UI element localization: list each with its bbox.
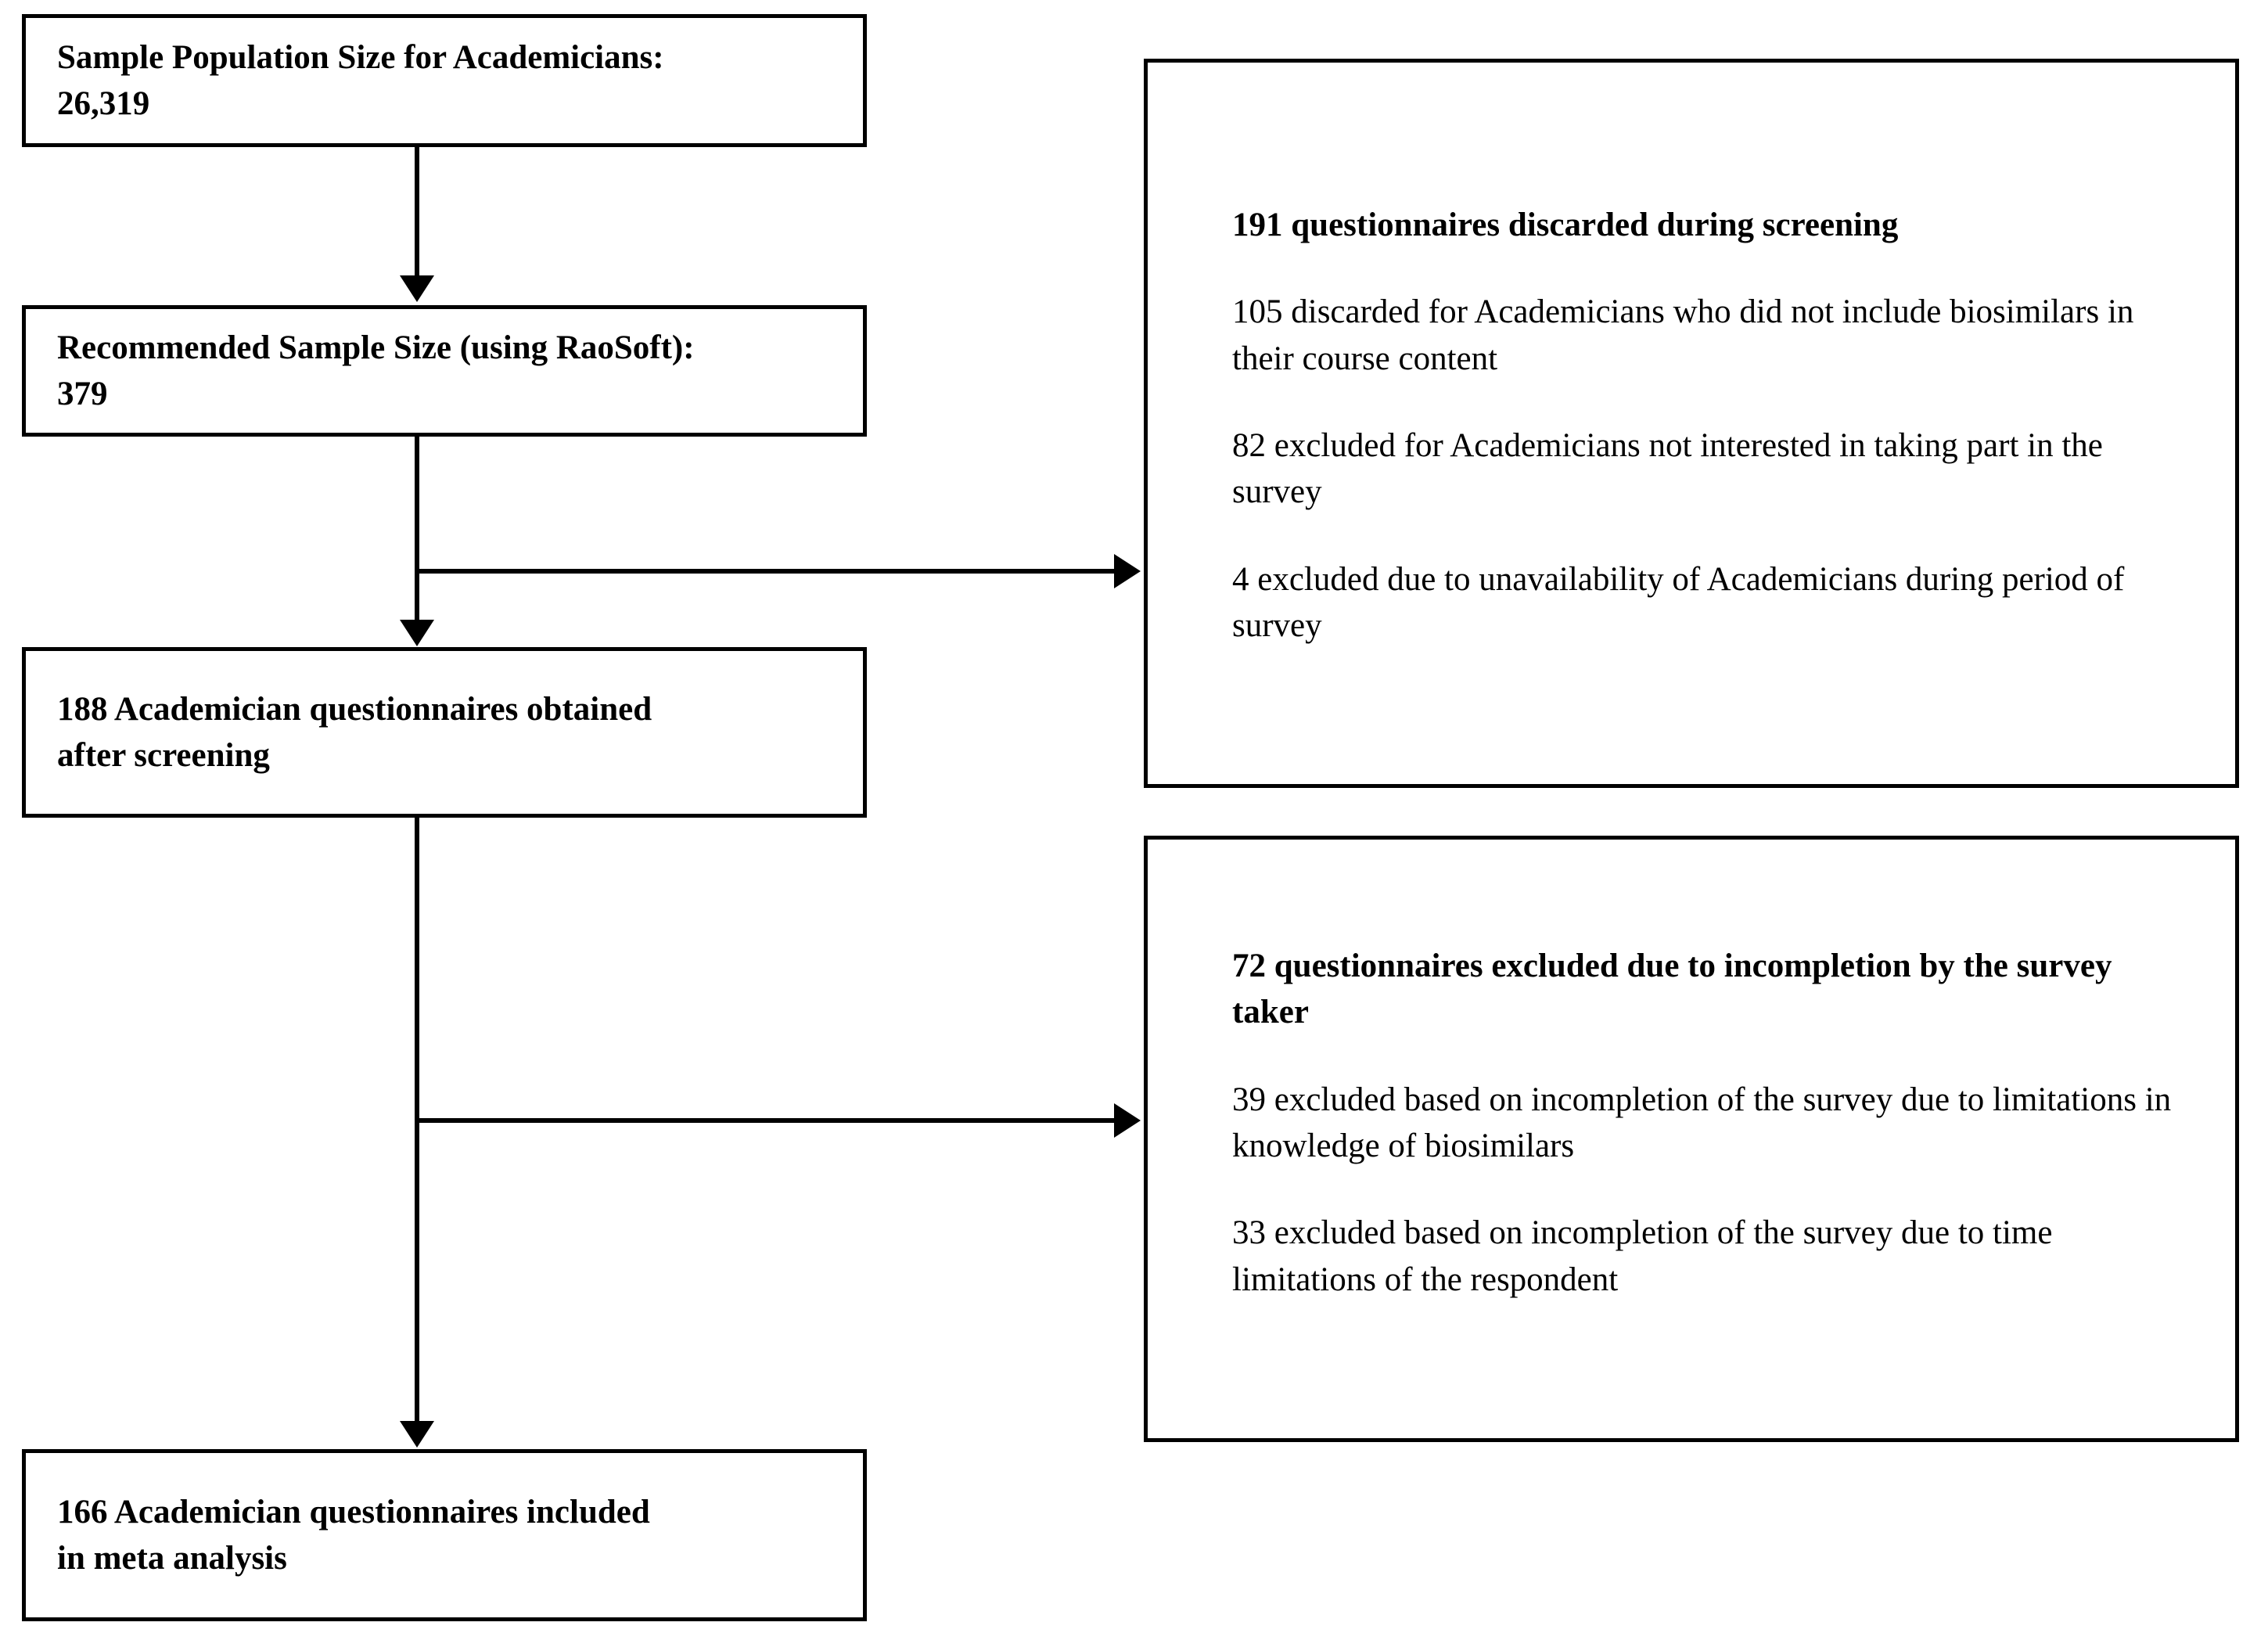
connector-line-branch-to-incompletion	[417, 1118, 1117, 1123]
arrow-right-icon-to-discarded	[1114, 554, 1141, 588]
incompletion-reason-1: 39 excluded based on incompletion of the…	[1232, 1081, 2172, 1164]
box-questionnaires-obtained: 188 Academician questionnaires obtained …	[22, 647, 867, 818]
connector-line-branch-to-discarded	[417, 569, 1117, 574]
incompletion-heading: 72 questionnaires excluded due to incomp…	[1232, 948, 2112, 1031]
box-discarded-during-screening: 191 questionnaires discarded during scre…	[1144, 59, 2239, 788]
arrow-right-icon-to-incompletion	[1114, 1103, 1141, 1138]
box-sample-population-text: Sample Population Size for Academicians:…	[57, 38, 664, 122]
incompletion-reason-2: 33 excluded based on incompletion of the…	[1232, 1214, 2053, 1298]
discarded-reason-2: 82 excluded for Academicians not interes…	[1232, 426, 2103, 511]
box-sample-population: Sample Population Size for Academicians:…	[22, 14, 867, 147]
connector-line-population-to-recommended	[415, 147, 419, 279]
arrow-down-icon-to-recommended	[400, 275, 434, 302]
connector-line-recommended-to-obtained	[415, 437, 419, 623]
box-questionnaires-included: 166 Academician questionnaires included …	[22, 1449, 867, 1621]
arrow-down-icon-to-obtained	[400, 620, 434, 646]
box-excluded-incompletion: 72 questionnaires excluded due to incomp…	[1144, 836, 2239, 1442]
box-questionnaires-obtained-text: 188 Academician questionnaires obtained …	[57, 690, 652, 774]
discarded-heading: 191 questionnaires discarded during scre…	[1232, 207, 1899, 243]
box-recommended-sample-size: Recommended Sample Size (using RaoSoft):…	[22, 305, 867, 437]
arrow-down-icon-to-included	[400, 1421, 434, 1448]
box-recommended-sample-size-text: Recommended Sample Size (using RaoSoft):…	[57, 329, 695, 412]
discarded-reason-1: 105 discarded for Academicians who did n…	[1232, 293, 2134, 377]
box-questionnaires-included-text: 166 Academician questionnaires included …	[57, 1493, 650, 1577]
discarded-reason-3: 4 excluded due to unavailability of Acad…	[1232, 560, 2125, 644]
